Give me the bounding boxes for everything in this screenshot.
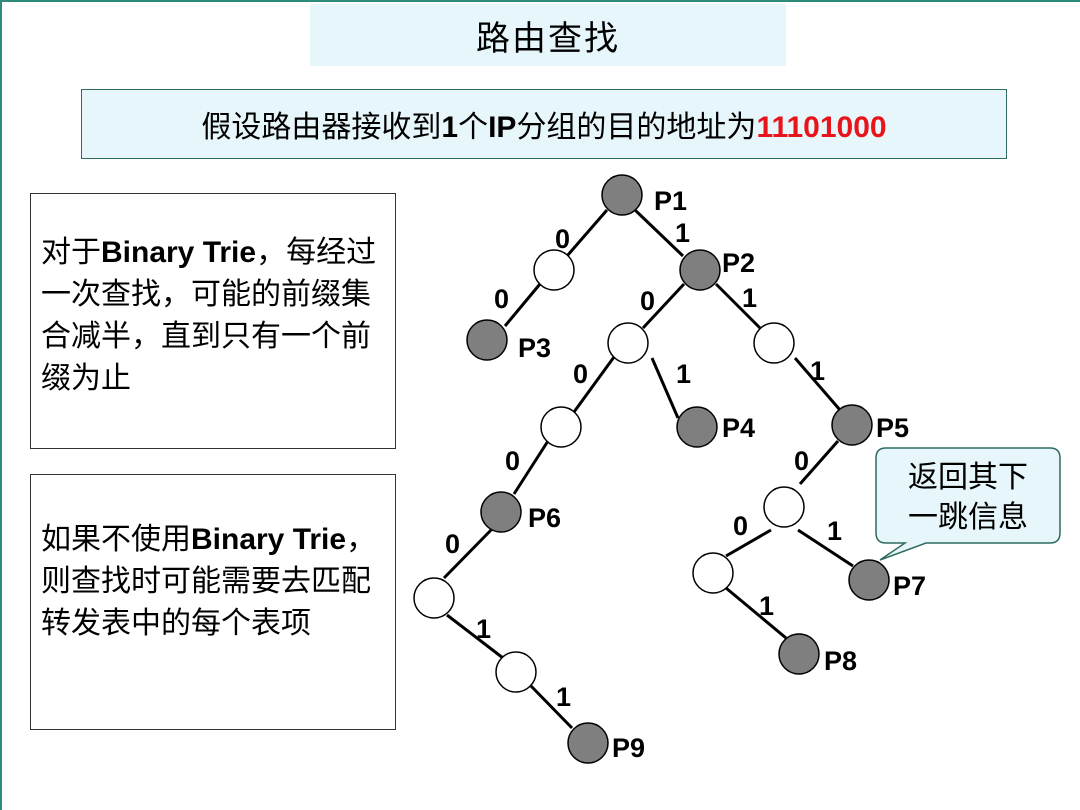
label-p6: P6	[528, 503, 561, 533]
label-p5: P5	[876, 413, 909, 443]
edge-n2-p4	[650, 357, 680, 419]
bit-n7-right: 1	[759, 591, 774, 621]
title-banner: 路由查找	[310, 4, 786, 66]
note2-text1: 如果不使用	[41, 522, 191, 557]
node-10	[607, 322, 649, 364]
note-without-trie: 如果不使用Binary Trie，则查找时可能需要去匹配转发表中的每个表项	[30, 474, 396, 730]
callout-bubble	[875, 447, 1061, 561]
node-p2	[679, 249, 721, 291]
bit-p1-right: 1	[675, 218, 690, 248]
bit-n6-right: 1	[476, 614, 491, 644]
note1-bold: Binary Trie	[101, 236, 257, 269]
subtitle-prefix: 假设路由器接收到	[201, 110, 442, 145]
edge-p2-n2	[641, 282, 686, 330]
bit-n2-right: 1	[676, 359, 691, 389]
callout-line1: 返回其下	[908, 460, 1028, 495]
edge-p1-p2	[633, 208, 685, 258]
trie-nodes	[413, 174, 890, 764]
label-p7: P7	[893, 571, 926, 601]
frame-top-border	[0, 0, 1080, 2]
edge-n8-p9	[529, 684, 574, 730]
destination-address: 11101000	[756, 111, 887, 144]
subtitle: 假设路由器接收到1个IP分组的目的地址为11101000	[201, 102, 886, 146]
bit-n1-left: 0	[494, 284, 509, 314]
note2-bold: Binary Trie	[191, 523, 347, 556]
node-11	[753, 322, 795, 364]
edge-n4-p6	[512, 440, 550, 495]
trie-edges	[442, 208, 854, 730]
subtitle-mid2: 分组的目的地址为	[516, 110, 757, 145]
bit-n4-left: 0	[505, 446, 520, 476]
edge-p5-n5	[798, 440, 840, 485]
node-p7	[848, 559, 890, 601]
node-0	[533, 249, 575, 291]
label-p9: P9	[612, 733, 645, 763]
node-p1	[601, 174, 643, 216]
note-binary-trie: 对于Binary Trie，每经过一次查找，可能的前缀集合减半，直到只有一个前缀…	[30, 193, 396, 449]
node-11100	[692, 552, 734, 594]
bit-p2-right: 1	[742, 283, 757, 313]
bit-p5-left: 0	[794, 446, 809, 476]
edge-n6-n8	[446, 613, 504, 660]
edge-n1-p3	[503, 283, 542, 327]
node-1110	[763, 486, 805, 528]
node-p9	[567, 722, 609, 764]
bit-n5-right: 1	[827, 516, 842, 546]
edge-n5-p7	[797, 528, 854, 568]
label-p3: P3	[518, 333, 551, 363]
subtitle-banner: 假设路由器接收到1个IP分组的目的地址为11101000	[81, 89, 1007, 159]
node-100	[540, 406, 582, 448]
node-p5	[831, 404, 873, 446]
node-p6	[480, 491, 522, 533]
label-p4: P4	[722, 413, 755, 443]
frame-left-border	[0, 0, 2, 810]
bit-n2-left: 0	[573, 359, 588, 389]
edge-p6-n6	[442, 525, 496, 580]
edge-n3-p5	[793, 357, 842, 411]
edge-p2-n3	[714, 282, 762, 330]
label-p1: P1	[654, 186, 687, 216]
note1-text1: 对于	[41, 235, 101, 270]
node-p8	[778, 633, 820, 675]
bit-n3-right: 1	[810, 356, 825, 386]
subtitle-mid1: 个	[458, 110, 489, 145]
label-p2: P2	[722, 248, 755, 278]
node-p4	[676, 406, 718, 448]
bit-p1-left: 0	[555, 224, 570, 254]
edge-n2-n4	[572, 356, 616, 413]
callout-line2: 一跳信息	[908, 500, 1028, 535]
subtitle-num: 1	[441, 111, 459, 144]
note2-text2: ，则查找时可能需要去匹配转发表中的每个表项	[41, 522, 377, 641]
node-p3	[466, 319, 508, 361]
bit-n8-right: 1	[556, 682, 571, 712]
note1-text2: ，每经过一次查找，可能的前缀集合减半，直到只有一个前缀为止	[41, 235, 377, 396]
page-title: 路由查找	[476, 18, 620, 59]
bit-n5-left: 0	[733, 511, 748, 541]
node-100001	[495, 651, 537, 693]
edge-n7-p8	[725, 586, 787, 640]
edge-p1-n1	[565, 209, 609, 257]
label-p8: P8	[824, 646, 857, 676]
node-10000	[413, 577, 455, 619]
bit-p6-left: 0	[445, 529, 460, 559]
edge-n5-n7	[725, 528, 772, 558]
subtitle-ip: IP	[488, 111, 517, 144]
bit-p2-left: 0	[640, 286, 655, 316]
